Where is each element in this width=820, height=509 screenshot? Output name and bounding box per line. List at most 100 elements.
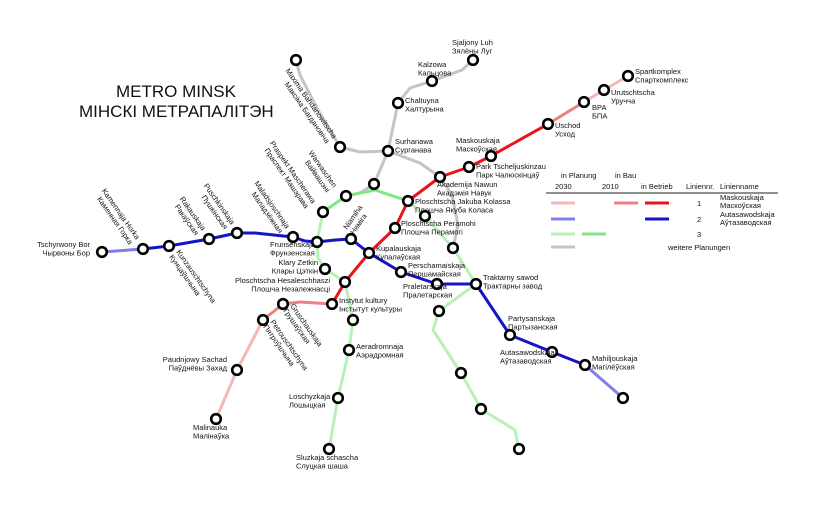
station-marker[interactable] [432,304,446,318]
station-marker[interactable] [462,160,476,174]
station-marker[interactable] [418,209,432,223]
station-marker[interactable] [310,235,324,249]
station[interactable] [474,402,488,416]
map-title: METRO MINSK МІНСКІ МЕТРАПАЛІТЭН [79,82,274,121]
station[interactable]: NiamihaНяміга [341,203,372,246]
station-marker[interactable] [474,402,488,416]
station-marker[interactable] [331,391,345,405]
station-marker[interactable] [616,391,630,405]
station-marker[interactable] [162,239,176,253]
station[interactable] [446,241,460,255]
station-marker[interactable] [425,74,439,88]
station-marker[interactable] [95,245,109,259]
station-marker[interactable] [362,246,376,260]
station-marker[interactable] [394,265,408,279]
station-marker[interactable] [430,277,444,291]
station[interactable] [346,313,360,327]
station-marker[interactable] [541,117,555,131]
station-marker[interactable] [577,95,591,109]
station-marker[interactable] [391,96,405,110]
station-marker[interactable] [338,275,352,289]
station-marker[interactable] [346,313,360,327]
station-marker[interactable] [621,69,635,83]
station-marker[interactable] [289,53,303,67]
station-marker[interactable] [401,194,415,208]
station-marker[interactable] [322,442,336,456]
station-marker[interactable] [342,343,356,357]
station[interactable] [512,442,526,456]
station-marker[interactable] [484,149,498,163]
station-marker[interactable] [454,366,468,380]
station-marker[interactable] [286,230,300,244]
station-marker[interactable] [276,297,290,311]
station-marker[interactable] [545,345,559,359]
station-marker[interactable] [367,177,381,191]
station-marker[interactable] [469,277,483,291]
station-marker[interactable] [333,140,347,154]
station-marker[interactable] [230,363,244,377]
station[interactable] [367,177,381,191]
station-marker[interactable] [316,205,330,219]
station-marker[interactable] [256,313,270,327]
station-marker[interactable] [512,442,526,456]
station-name-cyrillic: Парк Чалюскінцаў [476,171,540,180]
station[interactable] [432,304,446,318]
station-marker[interactable] [230,226,244,240]
station-marker[interactable] [344,232,358,246]
station[interactable]: Kamennaja HorkaКаменная Горка [93,187,150,256]
station-marker[interactable] [388,221,402,235]
station[interactable] [289,53,303,67]
station-marker[interactable] [466,53,480,67]
station-marker[interactable] [325,297,339,311]
station-marker[interactable] [578,358,592,372]
station-marker[interactable] [503,328,517,342]
station-marker[interactable] [202,232,216,246]
station[interactable] [616,391,630,405]
legend-line1-name-cyr: Маскоўская [720,201,761,210]
station-marker[interactable] [136,242,150,256]
station-marker[interactable] [318,262,332,276]
station-marker[interactable] [597,83,611,97]
station-marker[interactable] [339,189,353,203]
station[interactable]: KunzauschtschynaКунцаўшчына [162,239,218,310]
station-marker[interactable] [209,412,223,426]
station[interactable] [418,209,432,223]
station-marker[interactable] [446,241,460,255]
station-marker[interactable] [381,144,395,158]
station-marker[interactable] [433,170,447,184]
station[interactable] [454,366,468,380]
